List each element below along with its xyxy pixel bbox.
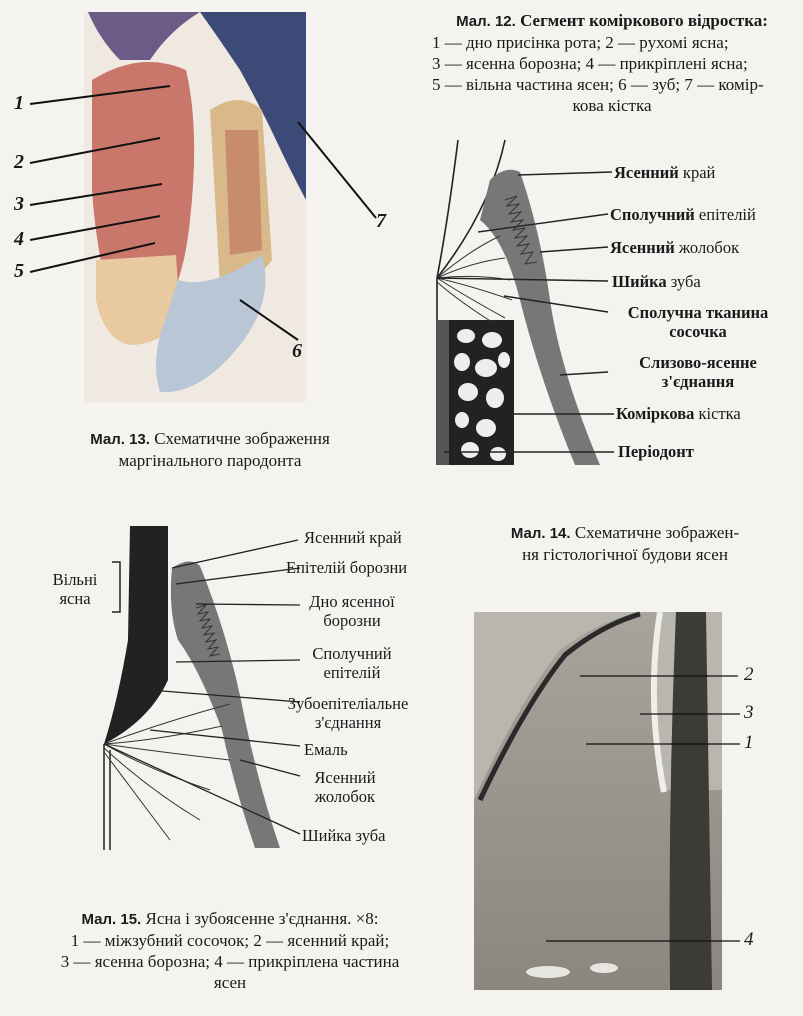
fig15-label-dentoepithelial-junction: Зубоепітеліальне з'єднання	[287, 694, 409, 732]
fig12-caption-label: Мал. 12.	[456, 13, 516, 30]
fig12-caption-line-4: кова кістка	[572, 96, 652, 115]
fig15-caption-line-1: 1 — міжзубний сосочок; 2 — ясенний край;	[70, 931, 390, 950]
fig15-label-gingival-groove: Ясенний жолобок	[314, 768, 376, 806]
fig12-pulp	[225, 130, 262, 255]
fig14-caption-line2: ня гістологічної будови ясен	[522, 545, 728, 564]
fig14-label-3: 3	[744, 702, 754, 723]
fig13-label-gingival-margin: Ясенний край	[614, 163, 716, 182]
fig13-caption-line2: маргінального пародонта	[118, 451, 302, 470]
fig13-periodontium	[437, 320, 449, 465]
fig12-caption-line-1: 1 — дно присінка рота; 2 — рухомі ясна;	[432, 33, 729, 52]
fig15-label-sulcus-bottom: Дно ясенної борозни	[309, 592, 395, 630]
fig12-enamel	[156, 255, 266, 393]
fig12-upper-tissue	[88, 12, 200, 60]
fig13-label-periodontium: Періодонт	[618, 442, 694, 461]
fig12-caption-title: Сегмент коміркового відростка:	[520, 11, 768, 30]
fig13-caption-text: Схематичне зображення	[154, 429, 330, 448]
fig13-label-junctional-epithelium: Сполучний епітелій	[610, 205, 756, 224]
fig12-caption-line-3: 5 — вільна частина ясен; 6 — зуб; 7 — ко…	[432, 75, 764, 94]
fig13-caption-label: Мал. 13.	[90, 431, 150, 448]
fig14-caption-label: Мал. 14.	[510, 525, 571, 542]
fig14-tissue	[474, 612, 722, 990]
fig12-label-3: 3	[14, 193, 24, 215]
fig12-label-2: 2	[14, 151, 24, 173]
fig15-label-tooth-neck: Шийка зуба	[302, 826, 386, 845]
fig15-label-free-gums: Вільні ясна	[52, 570, 98, 608]
fig15-caption-label: Мал. 15.	[81, 911, 142, 928]
fig13-label-papilla-tissue: Сполучна тканина сосочка	[627, 303, 769, 341]
fig15-caption-line-3: ясен	[213, 973, 247, 992]
fig15-label-sulcus-epithelium: Епітелій борозни	[286, 558, 408, 577]
fig12-label-6: 6	[292, 340, 302, 362]
fig12-gum	[92, 62, 195, 300]
fig12-label-4: 4	[14, 228, 24, 250]
fig13-gum	[480, 169, 600, 466]
fig13-label-gingival-groove: Ясенний жолобок	[610, 238, 740, 257]
fig15-caption-line-2: 3 — ясенна борозна; 4 — прикріплена част…	[60, 952, 400, 971]
fig14-label-2: 2	[744, 664, 754, 685]
fig15-label-enamel: Емаль	[304, 740, 348, 759]
fig15-caption-text: Ясна і зубоясенне з'єднання. ×8:	[145, 909, 379, 928]
fig13-label-mucogingival-junction: Слизово-ясенне з'єднання	[639, 353, 757, 391]
fig14-caption: Мал. 14. Схематичне зображен- ня гістоло…	[470, 522, 780, 565]
fig15-label-junctional-epithelium: Сполучний епітелій	[312, 644, 392, 682]
fig12-caption-line-2: 3 — ясенна борозна; 4 — прикріплені ясна…	[432, 54, 748, 73]
fig15-label-gingival-margin: Ясенний край	[304, 528, 402, 547]
fig12-label-1: 1	[14, 92, 24, 114]
fig14-caption-text: Схематичне зображен-	[574, 523, 740, 542]
fig13-label-alveolar-bone: Коміркова кістка	[616, 404, 741, 423]
fig12-label-7: 7	[376, 210, 386, 232]
fig14-label-1: 1	[744, 732, 754, 753]
fig12-bone	[200, 12, 306, 200]
fig12-caption: Мал. 12. Сегмент коміркового відростка: …	[432, 10, 792, 116]
fig12-label-5: 5	[14, 260, 24, 282]
fig15-caption: Мал. 15. Ясна і зубоясенне з'єднання. ×8…	[20, 908, 440, 993]
fig13-label-tooth-neck: Шийка зуба	[612, 272, 701, 291]
fig15-enamel	[104, 526, 168, 744]
fig14-label-4: 4	[744, 929, 754, 950]
fig12-crowns	[96, 255, 180, 345]
fig14-tooth	[669, 612, 712, 990]
fig13-caption: Мал. 13. Схематичне зображення маргіналь…	[40, 428, 380, 471]
